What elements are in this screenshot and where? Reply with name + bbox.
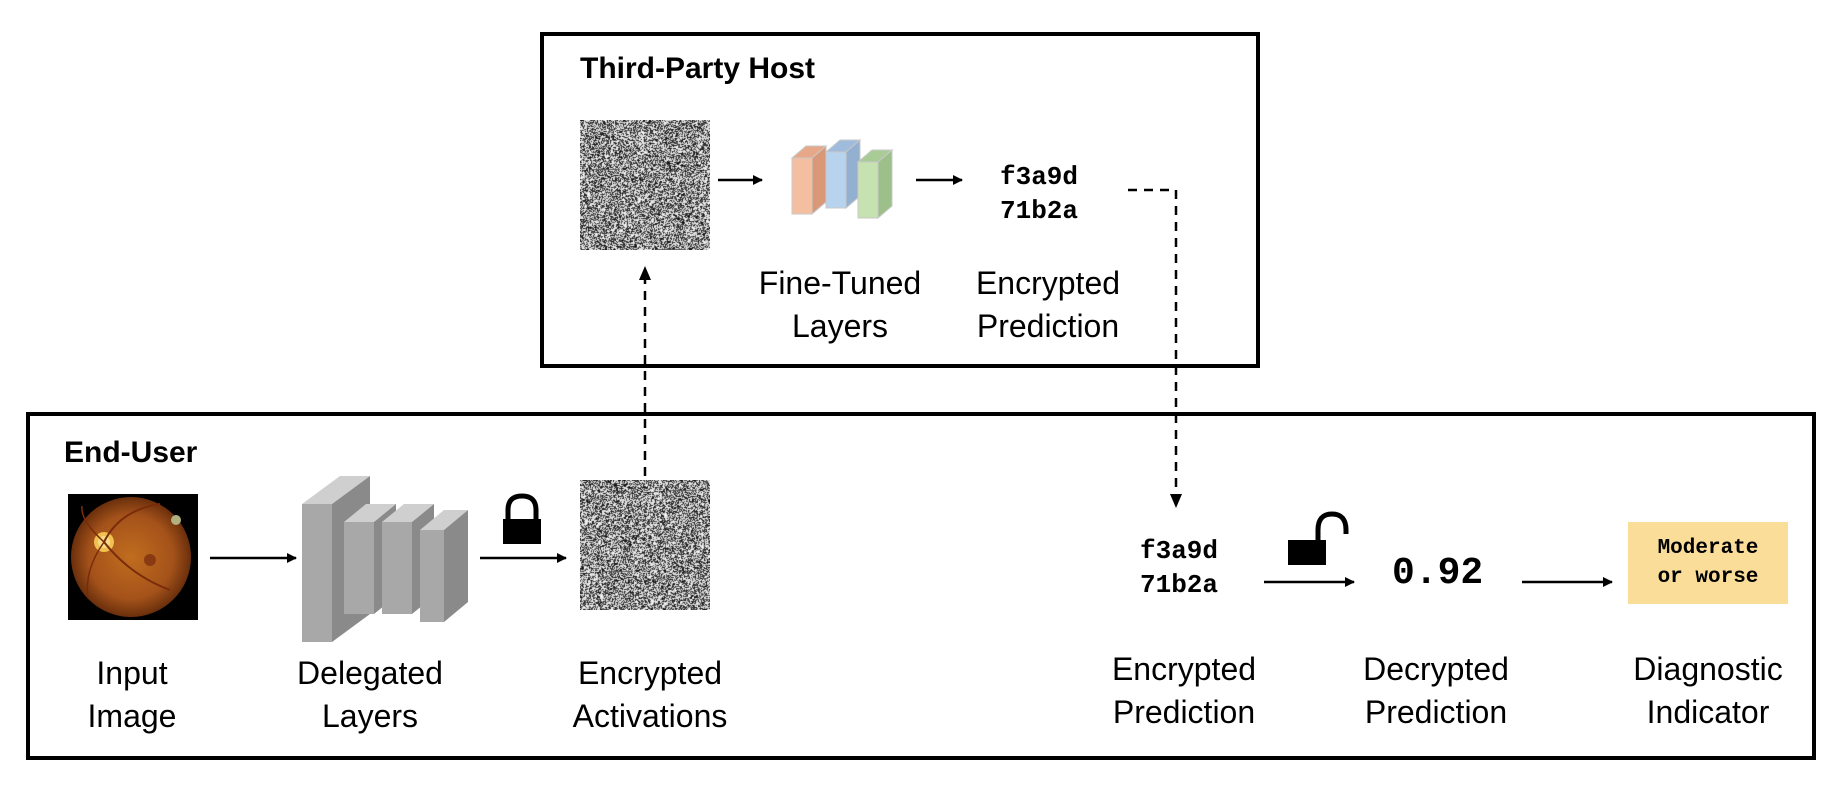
decrypted-prediction-label: Decrypted Prediction bbox=[1363, 651, 1509, 730]
end-user-title: End-User bbox=[64, 436, 198, 469]
third-party-host-panel bbox=[540, 32, 1260, 368]
diagnostic-indicator-label: Diagnostic Indicator bbox=[1633, 651, 1783, 730]
decrypted-prediction-value: 0.92 bbox=[1392, 552, 1484, 595]
diagnostic-indicator-badge: Moderate or worse bbox=[1628, 522, 1788, 604]
indicator-line-1: Moderate bbox=[1657, 537, 1759, 560]
host-encrypted-activations-image bbox=[580, 120, 710, 250]
dashed-arrow-to-user bbox=[1128, 188, 1182, 508]
delegated-layers-icon bbox=[302, 476, 468, 642]
user-encrypted-line-1: f3a9d bbox=[1140, 536, 1219, 566]
encrypted-activations-label: Encrypted Activations bbox=[572, 655, 728, 734]
encrypted-activations-image bbox=[580, 480, 710, 610]
host-encrypted-prediction-value: f3a9d 71b2a bbox=[1000, 160, 1078, 228]
user-encrypted-line-2: 71b2a bbox=[1140, 570, 1219, 600]
end-user-panel bbox=[26, 412, 1816, 760]
user-encrypted-prediction-label: Encrypted Prediction bbox=[1111, 651, 1257, 730]
host-encrypted-line-1: f3a9d bbox=[1000, 162, 1079, 192]
lock-closed-icon bbox=[503, 493, 541, 544]
delegated-layers-label: Delegated Layers bbox=[297, 655, 443, 734]
input-image-label: Input Image bbox=[87, 655, 177, 734]
user-encrypted-prediction-value: f3a9d 71b2a bbox=[1140, 534, 1218, 602]
fundus-image bbox=[68, 494, 198, 620]
host-encrypted-prediction-label: Encrypted Prediction bbox=[975, 265, 1121, 344]
lock-open-icon bbox=[1288, 511, 1349, 565]
third-party-host-title: Third-Party Host bbox=[580, 52, 816, 85]
fine-tuned-layers-label: Fine-Tuned Layers bbox=[758, 265, 922, 344]
fine-tuned-layers-icon bbox=[790, 138, 894, 220]
indicator-line-2: or worse bbox=[1657, 566, 1759, 589]
dashed-arrow-to-host bbox=[639, 266, 651, 476]
host-encrypted-line-2: 71b2a bbox=[1000, 196, 1079, 226]
